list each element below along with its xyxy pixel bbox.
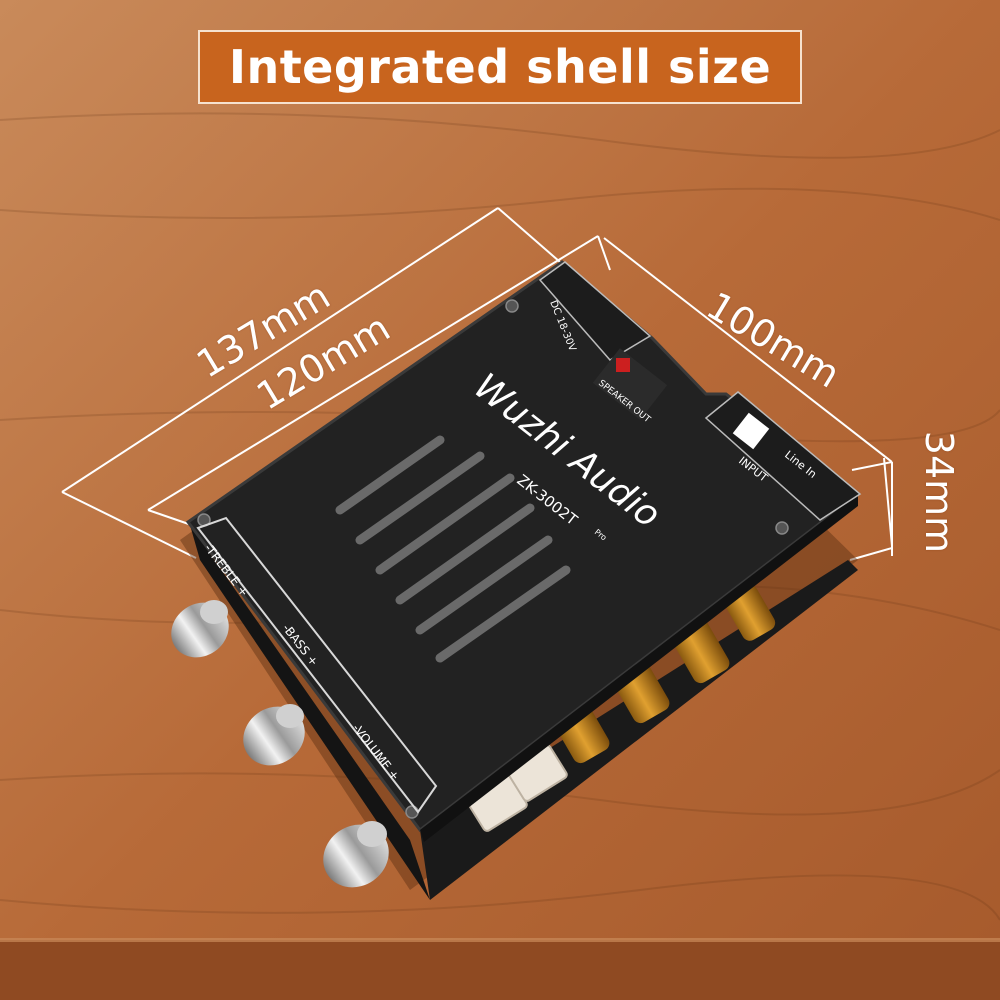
vent-slots <box>335 435 571 663</box>
amplifier: Wuzhi Audio ZK-3002T Pro DC 18-30V SPEAK… <box>161 260 862 900</box>
pcb-board <box>420 560 858 900</box>
connectors <box>466 744 568 832</box>
dimension-height: 34mm <box>917 430 962 554</box>
knob-bass[interactable] <box>232 695 317 778</box>
title-banner: Integrated shell size <box>198 30 802 104</box>
knob-label-panel <box>196 516 438 814</box>
banner-title: Integrated shell size <box>228 40 772 94</box>
knob-volume[interactable] <box>311 812 401 900</box>
table-edge <box>0 940 1000 1000</box>
power-block <box>538 261 652 361</box>
knob-treble[interactable] <box>161 591 240 668</box>
